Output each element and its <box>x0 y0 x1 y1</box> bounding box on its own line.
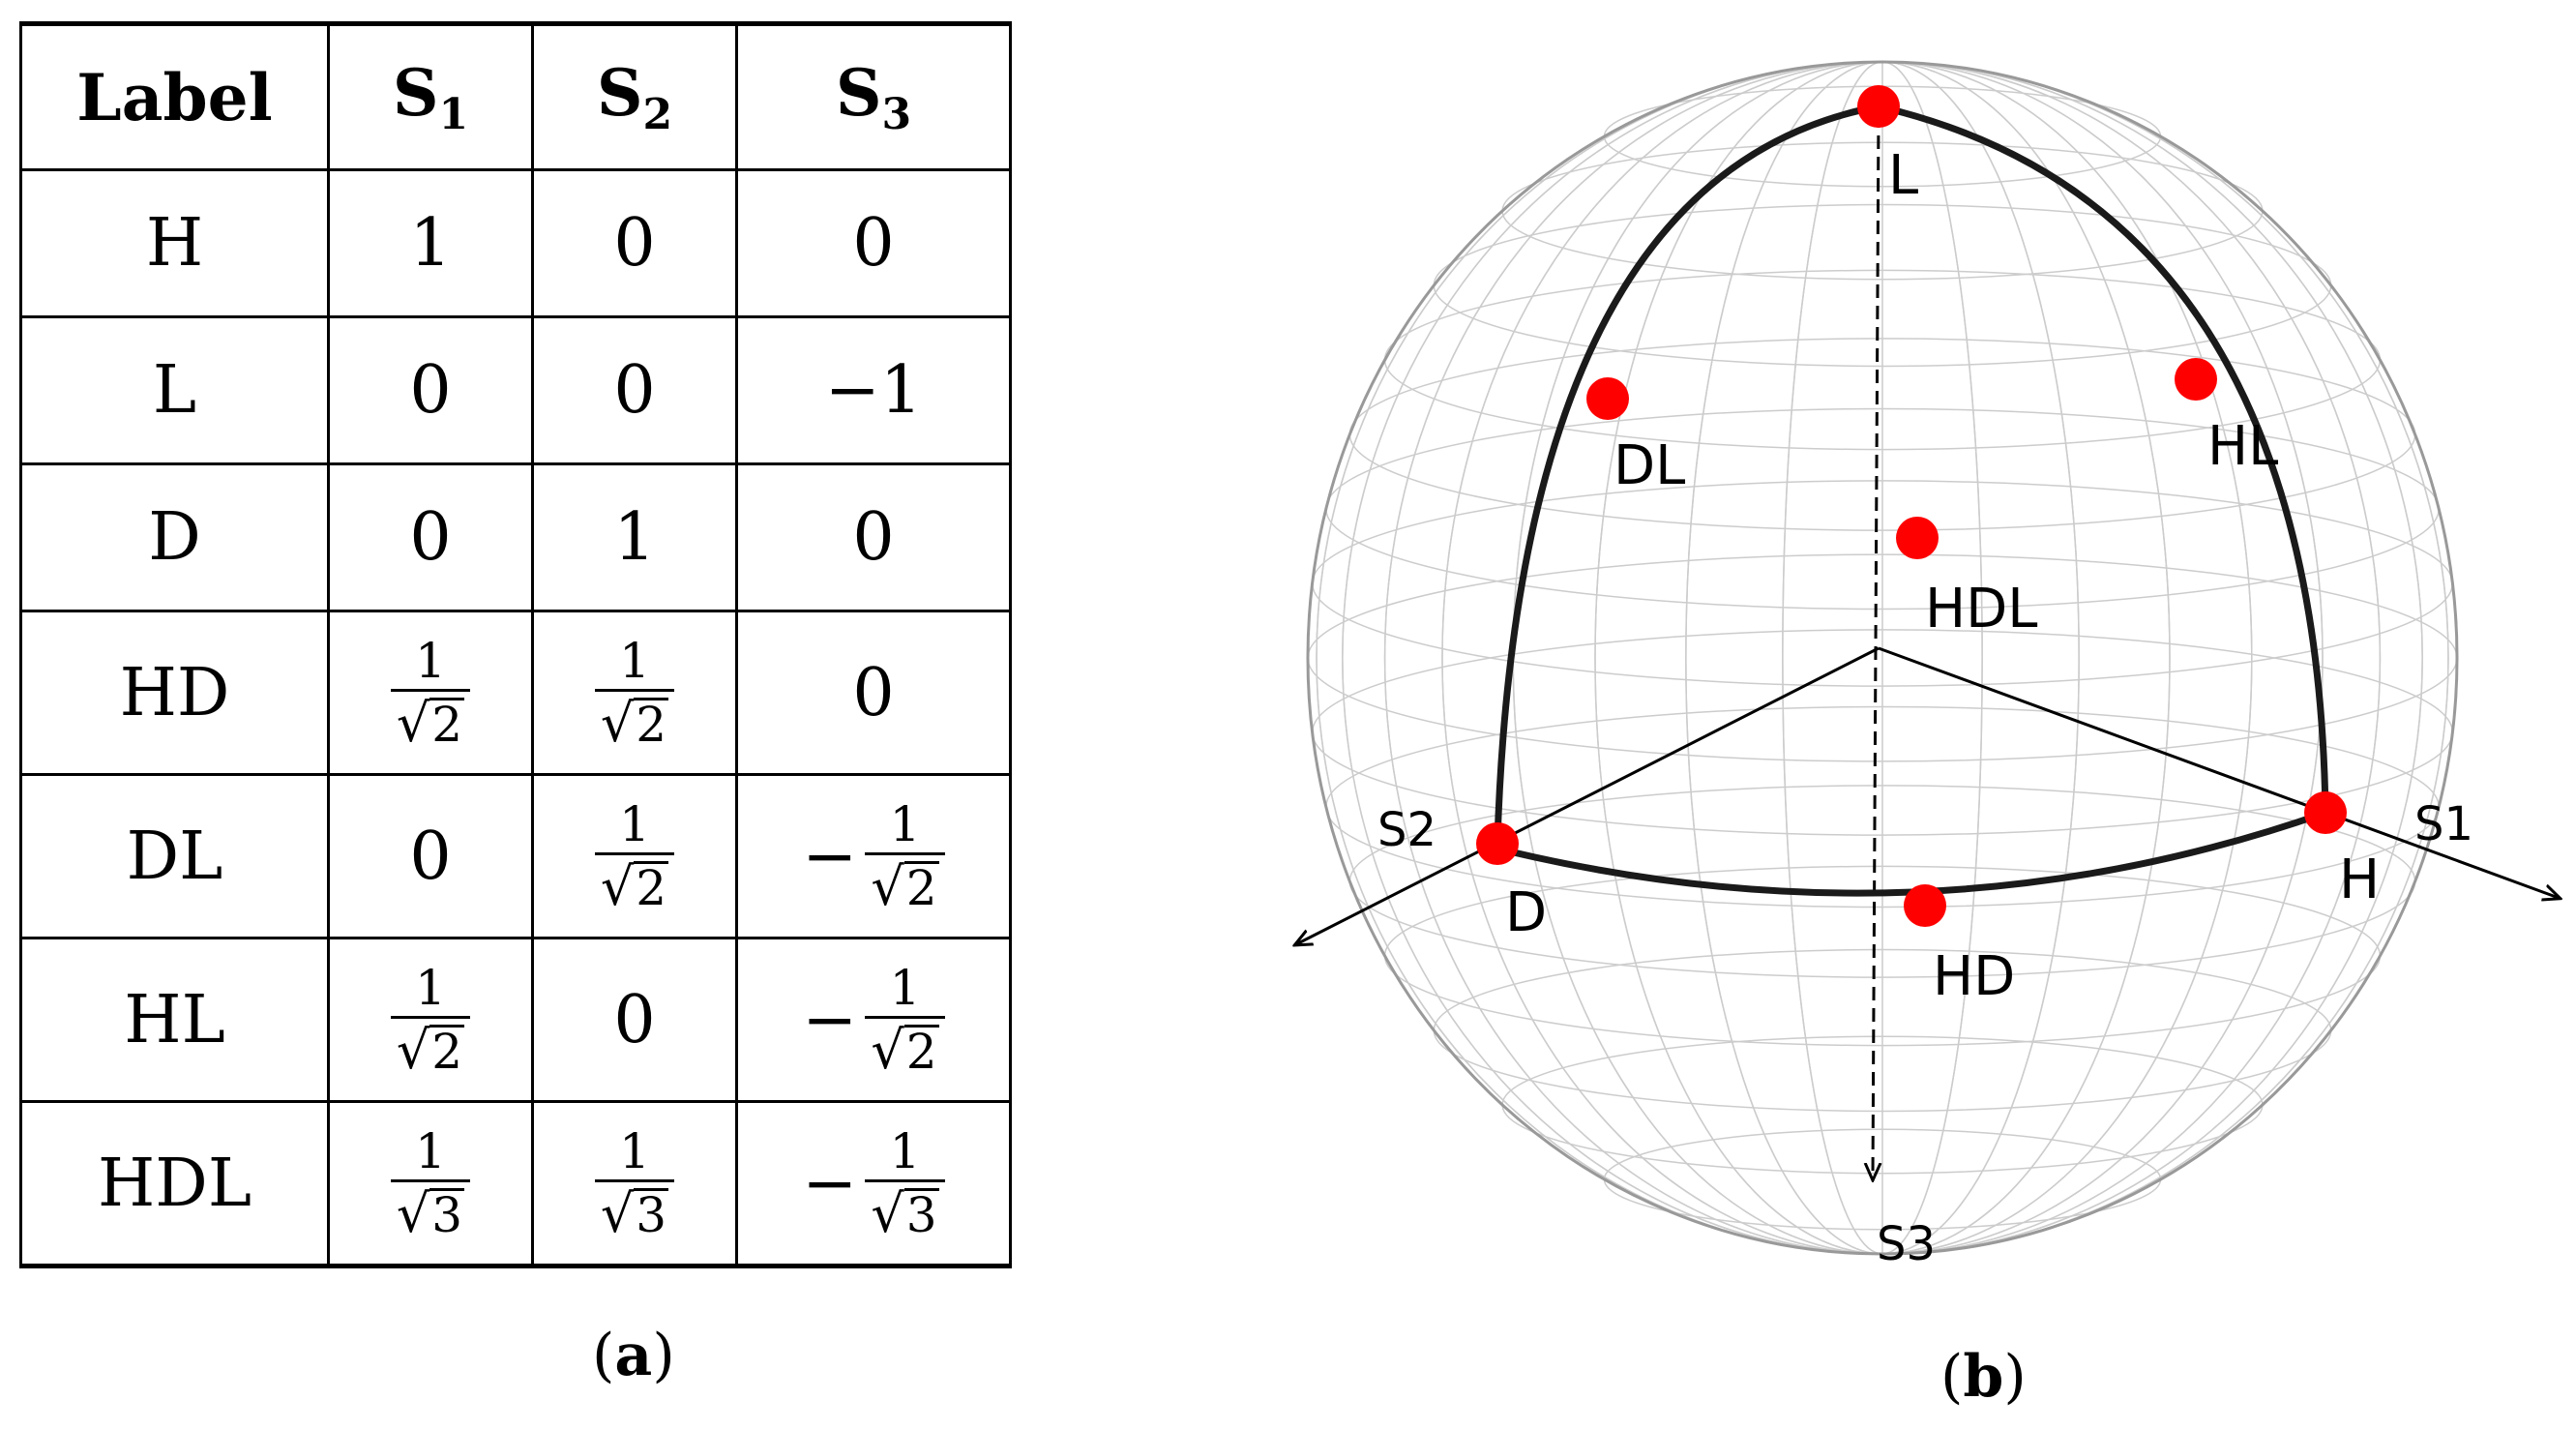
header-label: Label <box>19 22 330 171</box>
s1-axis <box>1878 646 2559 898</box>
cell-s3: −1√2 <box>735 937 1012 1103</box>
axis-label-s2: S2 <box>1377 803 1436 857</box>
state-point-l <box>1857 85 1900 128</box>
state-point-hl <box>2175 358 2217 401</box>
cell-s3: −1√3 <box>735 1100 1012 1267</box>
header-s1: S1 <box>327 22 534 171</box>
cell-s1: 1√3 <box>327 1100 534 1267</box>
cell-label: H <box>19 168 330 318</box>
caption-a: (a) <box>592 1322 675 1389</box>
state-label-d: D <box>1505 881 1547 944</box>
table-header-row: Label S1 S2 S3 <box>19 22 1012 171</box>
state-points: L DL HL HDL D H HD <box>1476 85 2380 1008</box>
state-point-h <box>2304 791 2347 834</box>
arc-l-to-d <box>1494 103 1880 843</box>
cell-s2: 1√2 <box>531 610 738 776</box>
arc-d-to-h <box>1496 809 2327 897</box>
cell-s1: 0 <box>327 315 534 465</box>
cell-label: DL <box>19 773 330 939</box>
cell-s1: 0 <box>327 773 534 939</box>
axis-label-s3: S3 <box>1877 1217 1936 1271</box>
coordinate-axes <box>1296 113 2559 1178</box>
state-label-hd: HD <box>1933 945 2015 1008</box>
state-point-d <box>1476 822 1519 865</box>
cell-label: D <box>19 462 330 612</box>
s2-axis <box>1296 646 1880 944</box>
state-label-hl: HL <box>2207 415 2278 478</box>
cell-s2: 1√2 <box>531 773 738 939</box>
poincare-sphere-svg: L DL HL HDL D H HD S2 S1 S3 <box>1258 60 2576 1271</box>
cell-s2: 1 <box>531 462 738 612</box>
header-s3: S3 <box>735 22 1012 171</box>
cell-s3: 0 <box>735 168 1012 318</box>
cell-s3: 0 <box>735 462 1012 612</box>
sphere-grid <box>1307 61 2458 1255</box>
state-point-hd <box>1904 884 1946 927</box>
cell-label: HD <box>19 610 330 776</box>
state-label-h: H <box>2339 849 2380 911</box>
caption-b: (b) <box>1940 1343 2027 1411</box>
state-label-dl: DL <box>1614 434 1685 497</box>
cell-s1: 1√2 <box>327 937 534 1103</box>
state-label-hdl: HDL <box>1925 578 2037 641</box>
cell-s2: 1√3 <box>531 1100 738 1267</box>
axis-label-s1: S1 <box>2414 797 2473 851</box>
s3-axis <box>1873 113 1879 1178</box>
state-label-l: L <box>1888 144 1918 207</box>
cell-s1: 1√2 <box>327 610 534 776</box>
state-point-hdl <box>1896 517 1939 559</box>
cell-label: HL <box>19 937 330 1103</box>
cell-s2: 0 <box>531 315 738 465</box>
axis-labels: S2 S1 S3 <box>1377 797 2473 1271</box>
cell-s1: 1 <box>327 168 534 318</box>
cell-s3: −1√2 <box>735 773 1012 939</box>
header-s2: S2 <box>531 22 738 171</box>
cell-s3: −1 <box>735 315 1012 465</box>
cell-s2: 0 <box>531 168 738 318</box>
great-circle-paths <box>1494 103 2329 897</box>
cell-s1: 0 <box>327 462 534 612</box>
cell-label: HDL <box>19 1100 330 1267</box>
cell-s3: 0 <box>735 610 1012 776</box>
sphere-outline <box>1306 60 2459 1256</box>
state-point-dl <box>1586 377 1629 420</box>
cell-s2: 0 <box>531 937 738 1103</box>
arc-l-to-h <box>1878 103 2329 814</box>
cell-label: L <box>19 315 330 465</box>
poincare-sphere: L DL HL HDL D H HD S2 S1 S3 <box>1258 58 2576 1364</box>
